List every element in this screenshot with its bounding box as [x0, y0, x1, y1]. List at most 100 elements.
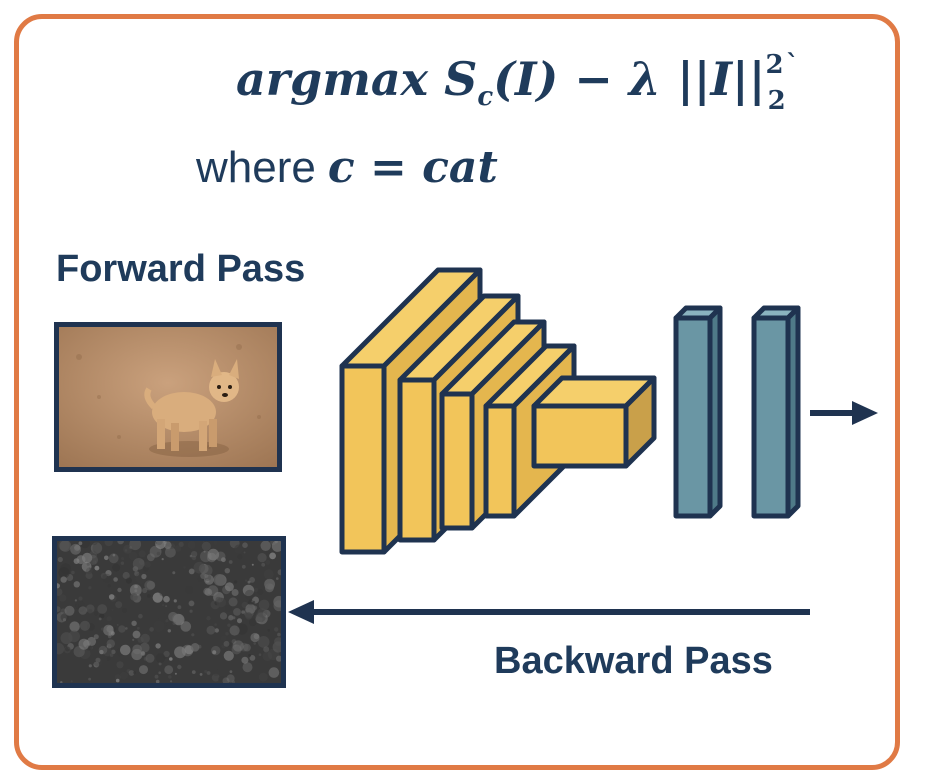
noise-speck: [110, 631, 115, 636]
objective-formula: argmax Sc(I) − λ ||I||22`: [236, 50, 799, 116]
noise-speck: [64, 605, 75, 616]
noise-speck: [244, 589, 255, 600]
noise-speck: [206, 625, 216, 635]
noise-speck: [231, 644, 242, 655]
noise-speck: [125, 627, 128, 630]
noise-speck: [191, 633, 195, 637]
noise-speck: [158, 662, 162, 666]
noise-speck: [106, 616, 112, 622]
noise-speck: [92, 543, 104, 554]
noise-speck: [144, 561, 151, 568]
noise-speck: [153, 620, 165, 632]
noise-speck: [135, 572, 147, 584]
noise-speck: [139, 665, 148, 675]
noise-speck: [154, 674, 159, 679]
noise-speck: [125, 577, 132, 584]
noise-speck: [90, 559, 96, 565]
noise-speck: [187, 541, 196, 549]
noise-speck: [188, 568, 195, 575]
noise-speck: [134, 571, 140, 577]
noise-speck: [162, 604, 165, 607]
backward-pass-label: Backward Pass: [494, 640, 773, 682]
noise-speck: [190, 551, 198, 558]
noise-speck: [100, 572, 107, 579]
noise-speck: [78, 638, 90, 650]
noise-speck: [199, 673, 203, 676]
noise-speck: [228, 615, 234, 621]
noise-speck: [73, 548, 78, 553]
noise-speck: [114, 674, 122, 681]
noise-speck: [86, 562, 90, 566]
noise-speck: [163, 595, 170, 603]
input-dog-image: [54, 322, 282, 472]
noise-speck: [247, 580, 251, 584]
noise-speck: [99, 649, 104, 655]
noise-speck: [267, 648, 280, 661]
noise-speck: [170, 680, 173, 683]
noise-speck: [178, 541, 184, 547]
noise-speck: [136, 626, 140, 630]
noise-speck: [251, 600, 254, 603]
noise-speck: [231, 639, 237, 644]
noise-speck: [155, 679, 160, 683]
noise-speck: [223, 640, 230, 647]
fc-layer-2-side: [785, 305, 801, 519]
noise-speck: [152, 592, 163, 603]
noise-speck: [234, 644, 237, 647]
noise-speck: [227, 623, 231, 627]
noise-speck: [131, 648, 143, 661]
noise-speck: [172, 621, 176, 626]
conv-layers: [339, 267, 657, 555]
noise-speck: [242, 542, 248, 548]
noise-speck: [171, 676, 177, 682]
noise-speck: [63, 646, 71, 654]
backward-arrow-head: [288, 600, 314, 624]
noise-speck: [79, 541, 90, 549]
noise-speck: [268, 667, 280, 678]
noise-speck: [57, 583, 60, 589]
noise-speck: [211, 673, 220, 682]
noise-speck: [174, 672, 177, 675]
noise-speck: [117, 541, 124, 545]
noise-speck: [241, 564, 246, 569]
noise-speck: [185, 585, 194, 595]
noise-speck: [218, 675, 226, 683]
noise-speck: [163, 541, 167, 545]
noise-speck: [207, 548, 220, 561]
noise-speck: [75, 604, 79, 609]
noise-speck: [116, 623, 119, 626]
noise-speck: [255, 612, 266, 623]
noise-speck: [260, 541, 271, 551]
noise-speck: [183, 566, 186, 569]
noise-speck: [141, 573, 147, 580]
noise-speck: [204, 588, 213, 596]
noise-speck: [70, 680, 73, 683]
noise-speck: [104, 555, 109, 561]
noise-speck: [120, 561, 125, 565]
noise-speck: [236, 623, 248, 635]
noise-speck: [73, 581, 80, 588]
noise-speck: [229, 670, 233, 673]
noise-speck: [191, 670, 196, 674]
noise-speck: [221, 557, 226, 563]
noise-speck: [119, 671, 128, 680]
noise-speck: [243, 643, 251, 652]
noise-speck: [111, 608, 114, 611]
noise-speck: [257, 553, 267, 563]
noise-speck: [111, 649, 116, 655]
conv-layer-3-front: [439, 391, 475, 531]
noise-speck: [78, 541, 83, 546]
noise-speck: [231, 589, 239, 596]
noise-speck: [234, 544, 244, 554]
noise-speck: [155, 541, 166, 550]
noise-speck: [142, 587, 148, 594]
noise-speck: [112, 553, 116, 557]
noise-speck: [57, 606, 61, 612]
noise-speck: [212, 669, 220, 676]
noise-speck: [253, 642, 256, 645]
noise-speck: [239, 642, 249, 652]
noise-speck: [251, 563, 254, 566]
noise-speck: [242, 584, 255, 597]
noise-speck: [71, 570, 75, 575]
noise-speck: [158, 612, 167, 622]
